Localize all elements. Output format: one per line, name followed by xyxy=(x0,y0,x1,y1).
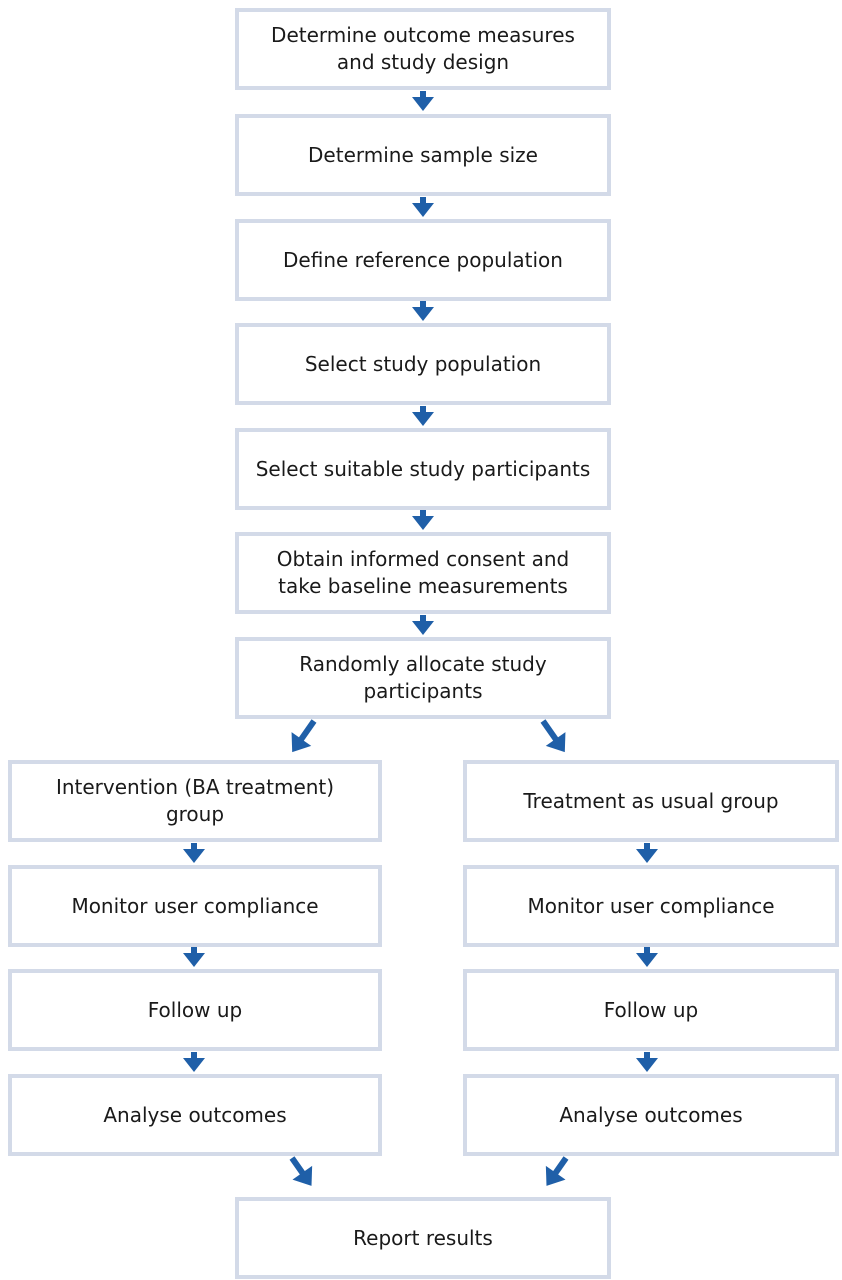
step-label: Randomly allocate study participants xyxy=(299,652,547,703)
arrow-down-left-icon xyxy=(545,1156,569,1186)
arrow-down-icon xyxy=(183,843,205,863)
arrow-down-icon xyxy=(412,301,434,321)
arrow-down-icon xyxy=(636,1052,658,1072)
arrow-down-icon xyxy=(412,406,434,426)
step-label: Determine sample size xyxy=(308,142,538,167)
step-reference-population: Define reference population xyxy=(235,219,611,301)
arrow-down-right-icon xyxy=(540,719,566,753)
intervention-analyse: Analyse outcomes xyxy=(8,1074,382,1156)
arrow-down-icon xyxy=(636,843,658,863)
step-label: Intervention (BA treatment) group xyxy=(55,775,335,826)
arrow-down-right-icon xyxy=(289,1156,313,1186)
arrow-down-icon xyxy=(412,197,434,217)
step-participants: Select suitable study participants xyxy=(235,428,611,510)
control-monitor: Monitor user compliance xyxy=(463,865,839,947)
step-label: Analyse outcomes xyxy=(559,1102,743,1127)
arrow-down-left-icon xyxy=(291,719,317,753)
step-study-population: Select study population xyxy=(235,323,611,405)
control-group: Treatment as usual group xyxy=(463,760,839,842)
intervention-group: Intervention (BA treatment) group xyxy=(8,760,382,842)
step-label: Determine outcome measures and study des… xyxy=(271,23,575,74)
step-label: Select suitable study participants xyxy=(255,456,591,481)
step-label: Treatment as usual group xyxy=(523,788,779,813)
intervention-monitor: Monitor user compliance xyxy=(8,865,382,947)
arrow-down-icon xyxy=(412,91,434,111)
step-label: Follow up xyxy=(147,997,243,1022)
step-determine-outcome: Determine outcome measures and study des… xyxy=(235,8,611,90)
control-follow-up: Follow up xyxy=(463,969,839,1051)
step-label: Monitor user compliance xyxy=(71,893,319,918)
arrow-down-icon xyxy=(412,615,434,635)
step-label: Analyse outcomes xyxy=(103,1102,287,1127)
intervention-follow-up: Follow up xyxy=(8,969,382,1051)
step-label: Define reference population xyxy=(283,247,563,272)
arrow-down-icon xyxy=(183,1052,205,1072)
step-label: Select study population xyxy=(304,351,542,376)
step-sample-size: Determine sample size xyxy=(235,114,611,196)
step-label: Follow up xyxy=(603,997,699,1022)
step-randomise: Randomly allocate study participants xyxy=(235,637,611,719)
control-analyse: Analyse outcomes xyxy=(463,1074,839,1156)
step-report: Report results xyxy=(235,1197,611,1279)
step-label: Obtain informed consent and take baselin… xyxy=(276,547,570,598)
step-label: Report results xyxy=(353,1225,493,1250)
arrow-down-icon xyxy=(412,510,434,530)
step-label: Monitor user compliance xyxy=(527,893,775,918)
step-consent: Obtain informed consent and take baselin… xyxy=(235,532,611,614)
arrow-down-icon xyxy=(636,947,658,967)
arrow-down-icon xyxy=(183,947,205,967)
